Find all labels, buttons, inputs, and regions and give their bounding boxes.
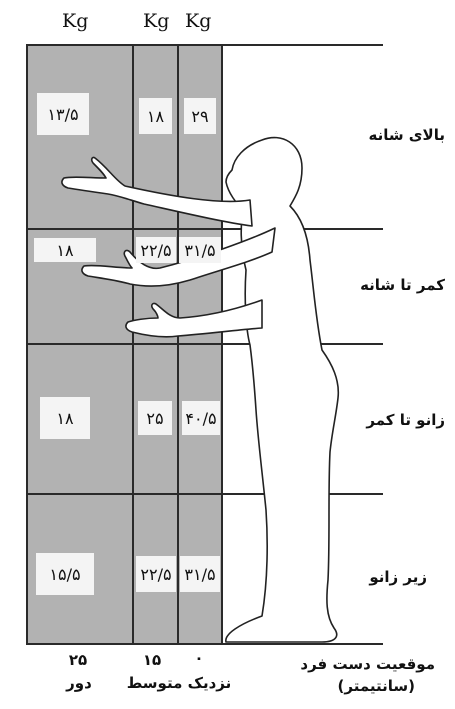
arm-knee-waist	[125, 299, 263, 338]
value-near-waist-shoulder: ۳۱/۵	[179, 237, 221, 263]
value-far-waist-shoulder: ۱۸	[34, 238, 96, 262]
zone-label-above-shoulder: بالای شانه	[368, 126, 445, 144]
value-near-knee-waist: ۴۰/۵	[182, 401, 220, 435]
distance-mid-value: ۱۵	[142, 651, 162, 669]
arm-waist-shoulder	[81, 227, 276, 287]
far-column	[28, 45, 132, 645]
far-text: دور	[66, 674, 92, 692]
near-column	[179, 45, 221, 645]
value-far-knee-waist: ۱۸	[40, 397, 90, 439]
waist-line	[26, 343, 383, 345]
value-near-above-shoulder: ۲۹	[184, 98, 216, 134]
unit-far: Kg	[62, 10, 89, 32]
value-mid-below-knee: ۲۲/۵	[136, 556, 176, 592]
distance-near-value: ۰	[194, 649, 204, 667]
value-mid-waist-shoulder: ۲۲/۵	[136, 237, 176, 263]
value-far-below-knee: ۱۵/۵	[36, 553, 94, 595]
zone-label-below-knee: زیر زانو	[369, 568, 427, 586]
top-line	[26, 44, 383, 46]
near-medium-text: نزدیک متوسط	[126, 674, 232, 692]
hand-position-label: موقعیت دست فرد	[300, 655, 435, 673]
value-near-below-knee: ۳۱/۵	[180, 556, 220, 592]
shoulder-line	[26, 228, 383, 230]
arm-above-shoulder	[61, 156, 253, 227]
zone-label-waist-shoulder: کمر تا شانه	[360, 276, 445, 294]
col-divider-right	[221, 45, 223, 645]
unit-cm-label: (سانتیمتر)	[337, 677, 415, 695]
distance-far-value: ۲۵	[68, 651, 88, 669]
value-far-above-shoulder: ۱۳/۵	[37, 93, 89, 135]
value-mid-above-shoulder: ۱۸	[139, 98, 172, 134]
col-divider-1	[132, 45, 134, 645]
zone-label-knee-waist: زانو تا کمر	[366, 411, 445, 429]
knee-line	[26, 493, 383, 495]
floor-line	[26, 643, 383, 645]
col-divider-left	[26, 45, 28, 645]
value-mid-knee-waist: ۲۵	[138, 401, 172, 435]
col-divider-2	[177, 45, 179, 645]
mid-column	[134, 45, 177, 645]
unit-mid: Kg	[143, 10, 170, 32]
unit-near: Kg	[185, 10, 212, 32]
